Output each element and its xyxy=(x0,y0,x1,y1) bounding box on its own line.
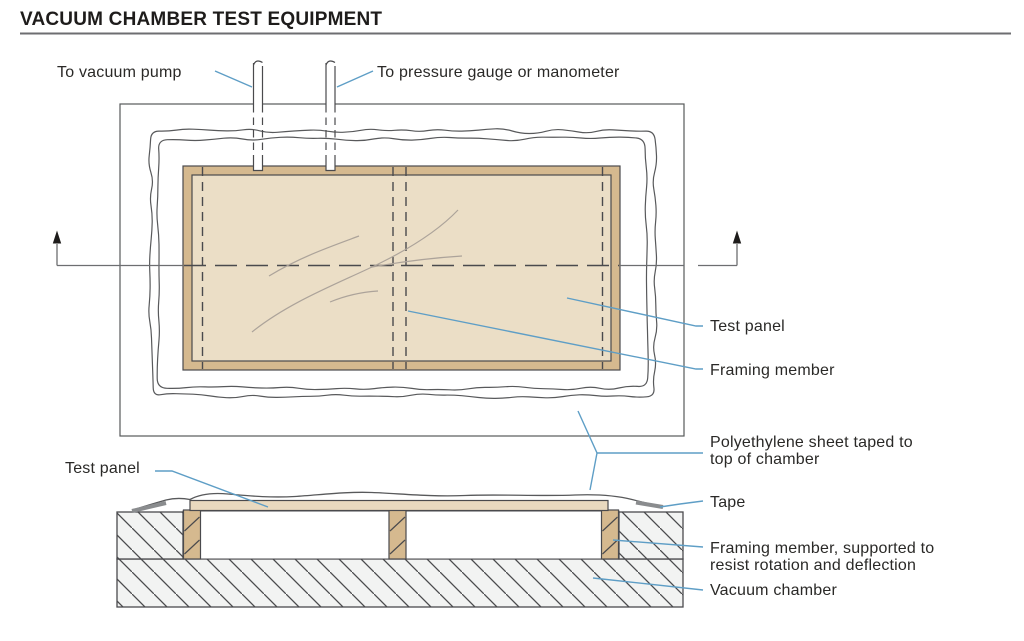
tube-hidden-dashes xyxy=(325,105,336,157)
leader-test-panel-top xyxy=(566,297,703,327)
tube-walls xyxy=(252,63,264,105)
label-test-panel-top: Test panel xyxy=(710,318,785,335)
panel-crack-lines xyxy=(251,209,463,333)
tape-right xyxy=(635,500,664,509)
section-cut-right xyxy=(620,244,738,267)
tube-body xyxy=(326,63,335,105)
tube-hidden-dashes xyxy=(252,105,264,157)
wood-tick-marks xyxy=(389,516,406,555)
crack-line xyxy=(268,235,360,277)
crack-line xyxy=(251,209,459,333)
leader-tape xyxy=(659,500,704,508)
label-tape: Tape xyxy=(710,494,746,511)
section-cut-indicators xyxy=(52,230,742,267)
leader-lines xyxy=(155,70,704,591)
tube-end-notch xyxy=(252,157,264,172)
section-arrow-left xyxy=(52,230,62,244)
polyethylene-sheet-outline-outer xyxy=(148,128,658,400)
leader-test-panel-section xyxy=(155,470,269,508)
vacuum-pump-tube xyxy=(252,60,264,172)
leader-pressure-gauge xyxy=(336,70,374,88)
vacuum-chamber-top-plate xyxy=(119,103,685,437)
framing-member-block xyxy=(388,509,407,560)
framing-member-middle xyxy=(388,509,407,560)
test-panel-plan xyxy=(191,174,612,362)
tube-walls xyxy=(325,63,336,105)
tube-end-notch xyxy=(325,157,336,172)
vacuum-chamber-slab xyxy=(116,558,684,608)
top-view xyxy=(52,60,742,437)
tube-body xyxy=(253,63,263,105)
hidden-framing-dashed-lines xyxy=(201,167,604,369)
section-arrow-right xyxy=(732,230,742,244)
label-test-panel-section: Test panel xyxy=(65,460,140,477)
framing-member-left xyxy=(182,509,202,560)
framing-member-right xyxy=(600,509,620,560)
crack-line xyxy=(371,255,463,268)
tape-left xyxy=(131,501,167,513)
tube-tip-curl xyxy=(252,60,263,66)
test-panel-section xyxy=(189,499,609,512)
wood-tick-marks xyxy=(184,516,200,555)
vacuum-chamber-left-wall xyxy=(116,511,184,560)
framing-member-block xyxy=(600,509,620,560)
leader-vacuum-chamber xyxy=(592,577,704,591)
polyethylene-sheet-section xyxy=(132,491,661,511)
labels: To vacuum pump To pressure gauge or mano… xyxy=(57,64,934,599)
leader-framing-member-top xyxy=(407,310,703,370)
leader-vacuum-pump xyxy=(214,70,253,88)
crack-line xyxy=(329,290,379,303)
label-framing-member-line2: resist rotation and deflection xyxy=(710,557,916,574)
section-view xyxy=(116,491,684,608)
framing-member-block xyxy=(182,509,202,560)
label-polyethylene-line2: top of chamber xyxy=(710,451,820,468)
vacuum-chamber-right-wall xyxy=(618,511,684,560)
wood-tick-marks xyxy=(602,516,618,555)
pressure-gauge-tube xyxy=(325,60,336,172)
label-framing-member-line1: Framing member, supported to xyxy=(710,540,934,557)
label-vacuum-pump: To vacuum pump xyxy=(57,64,182,81)
label-polyethylene-line1: Polyethylene sheet taped to xyxy=(710,434,913,451)
section-cut-left xyxy=(56,244,183,267)
label-vacuum-chamber: Vacuum chamber xyxy=(710,582,837,599)
polyethylene-sheet-outline-inner xyxy=(156,136,649,391)
page-title: VACUUM CHAMBER TEST EQUIPMENT xyxy=(20,9,382,30)
label-framing-member-top: Framing member xyxy=(710,362,835,379)
leader-polyethylene xyxy=(577,410,703,491)
leader-framing-member-section xyxy=(612,539,704,548)
tube-tip-curl xyxy=(325,60,336,66)
label-pressure-gauge: To pressure gauge or manometer xyxy=(377,64,620,81)
